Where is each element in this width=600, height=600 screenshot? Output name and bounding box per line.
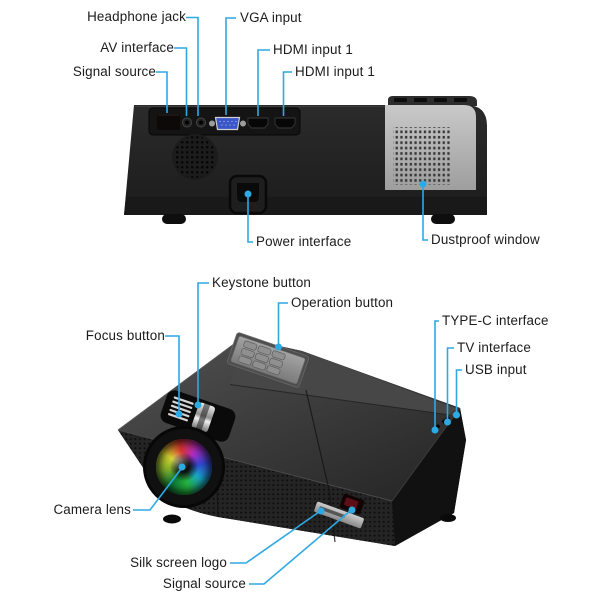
projector-back-view: [124, 96, 487, 224]
leader-av-interface: [174, 47, 188, 116]
leader-keystone-button: [197, 282, 209, 403]
label-focus-button: Focus button: [85, 328, 165, 343]
leader-operation-button: [277, 302, 288, 345]
silk-screen-logo: [314, 501, 364, 529]
leader-signal-source-top: [156, 71, 168, 113]
leader-tv: [446, 347, 454, 420]
keypad: [227, 332, 309, 388]
label-operation-button: Operation button: [291, 295, 394, 310]
label-signal-source-bottom: Signal source: [162, 576, 246, 591]
dustproof-holes: [393, 127, 451, 185]
label-type-c-interface: TYPE-C interface: [442, 313, 549, 328]
label-tv-interface: TV interface: [457, 340, 531, 355]
headphone-jack-port: [196, 117, 206, 128]
leader-usb: [455, 369, 462, 413]
leader-focus-button: [165, 335, 180, 412]
speaker-grille: [172, 134, 218, 180]
back-foot-right: [431, 214, 455, 224]
label-silk-screen-logo: Silk screen logo: [130, 555, 227, 570]
label-usb-input: USB input: [465, 362, 527, 377]
back-foot-left: [162, 214, 186, 224]
vga-port: [209, 116, 246, 131]
right-face: [392, 408, 466, 546]
label-hdmi-input-1: HDMI input 1: [273, 42, 353, 57]
label-hdmi-input-2: HDMI input 1: [295, 64, 375, 79]
hdmi-port-1: [247, 117, 269, 129]
leader-type-c: [434, 320, 439, 428]
av-jack-port: [182, 117, 192, 128]
ir-window-front: [339, 493, 365, 515]
label-dustproof-window: Dustproof window: [431, 232, 540, 247]
operation-buttons: [238, 340, 286, 376]
leader-hdmi-2: [282, 71, 292, 116]
vent-slots: [394, 98, 467, 102]
ir-window-back: [157, 114, 180, 130]
label-power-interface: Power interface: [256, 234, 352, 249]
keystone-wheel: [191, 402, 215, 433]
leader-silk-screen-logo: [230, 511, 320, 564]
label-keystone-button: Keystone button: [212, 275, 312, 290]
label-vga-input: VGA input: [240, 10, 302, 25]
leader-headphone-jack: [186, 16, 199, 116]
leader-hdmi-1: [257, 49, 270, 116]
label-av-interface: AV interface: [100, 40, 174, 55]
leader-dots: [175, 180, 460, 515]
label-headphone-jack: Headphone jack: [87, 9, 186, 24]
leader-power-interface: [247, 195, 253, 243]
label-camera-lens: Camera lens: [53, 502, 131, 517]
leader-camera-lens: [133, 468, 182, 511]
leader-signal-source-bottom: [249, 510, 351, 585]
front-foot-left: [163, 514, 181, 524]
label-signal-source-top: Signal source: [72, 64, 156, 79]
hdmi-port-2: [274, 117, 296, 129]
leader-vga-input: [225, 17, 236, 115]
front-foot-right: [440, 514, 456, 522]
leader-dustproof-window: [422, 185, 428, 241]
